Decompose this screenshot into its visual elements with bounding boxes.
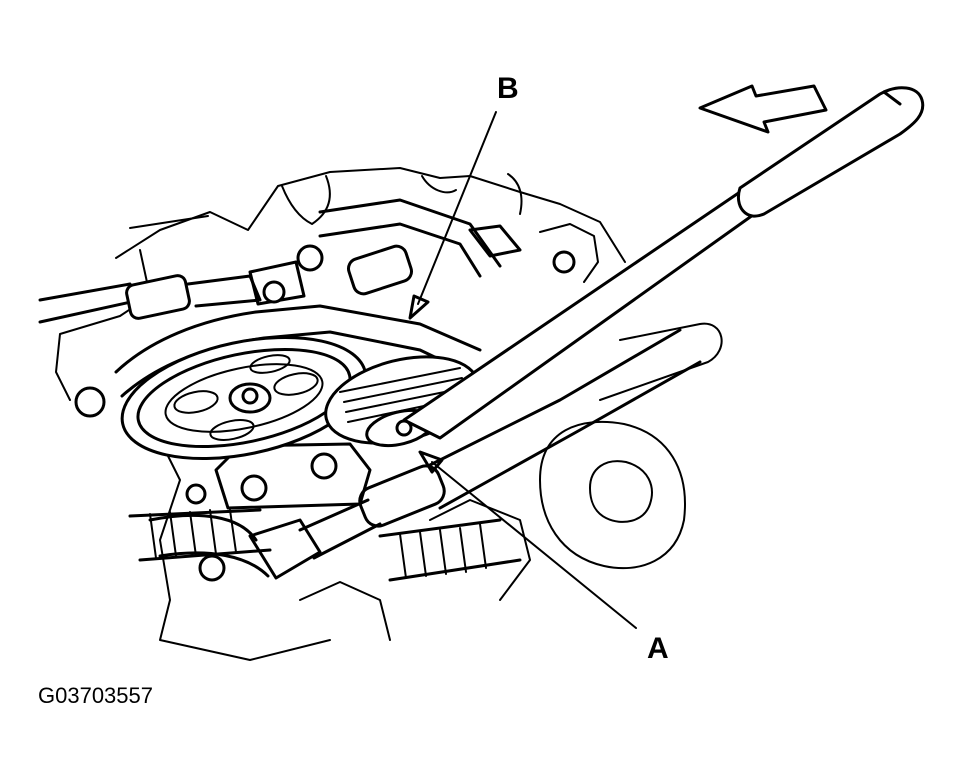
direction-arrow-icon [698,84,828,134]
figure-id: G03703557 [38,683,153,708]
callout-label-b: B [497,72,519,105]
callout-label-a: A [647,632,669,665]
crankshaft-pulley [120,335,368,461]
hose-upper [318,198,522,296]
hose-left [38,260,306,324]
callout-leaders [408,111,637,629]
corrugated-tube [128,508,522,582]
pry-bar [402,86,925,440]
bolts [74,244,576,582]
